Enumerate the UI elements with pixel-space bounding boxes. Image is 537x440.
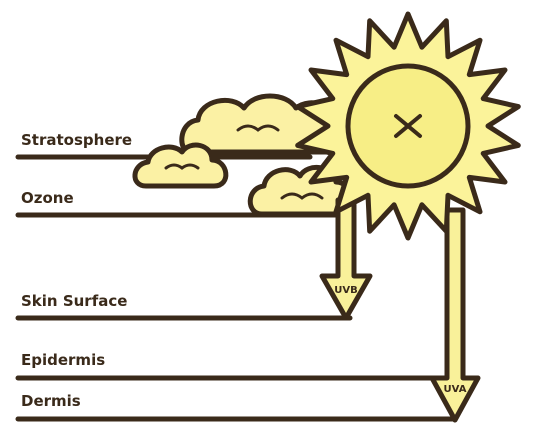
dermis-label: Dermis: [21, 392, 81, 410]
skin-surface-label: Skin Surface: [21, 292, 128, 310]
uva-arrow: [429, 207, 481, 423]
uva-label: UVA: [444, 384, 467, 395]
sun-face-x: [394, 114, 422, 138]
epidermis-label: Epidermis: [21, 351, 106, 369]
uvb-arrow: [319, 197, 373, 321]
sun: [295, 11, 521, 241]
ozone-label: Ozone: [21, 189, 74, 207]
uvb-label: UVB: [334, 285, 357, 296]
stratosphere-label: Stratosphere: [21, 131, 133, 149]
cloud-small: [132, 142, 229, 189]
